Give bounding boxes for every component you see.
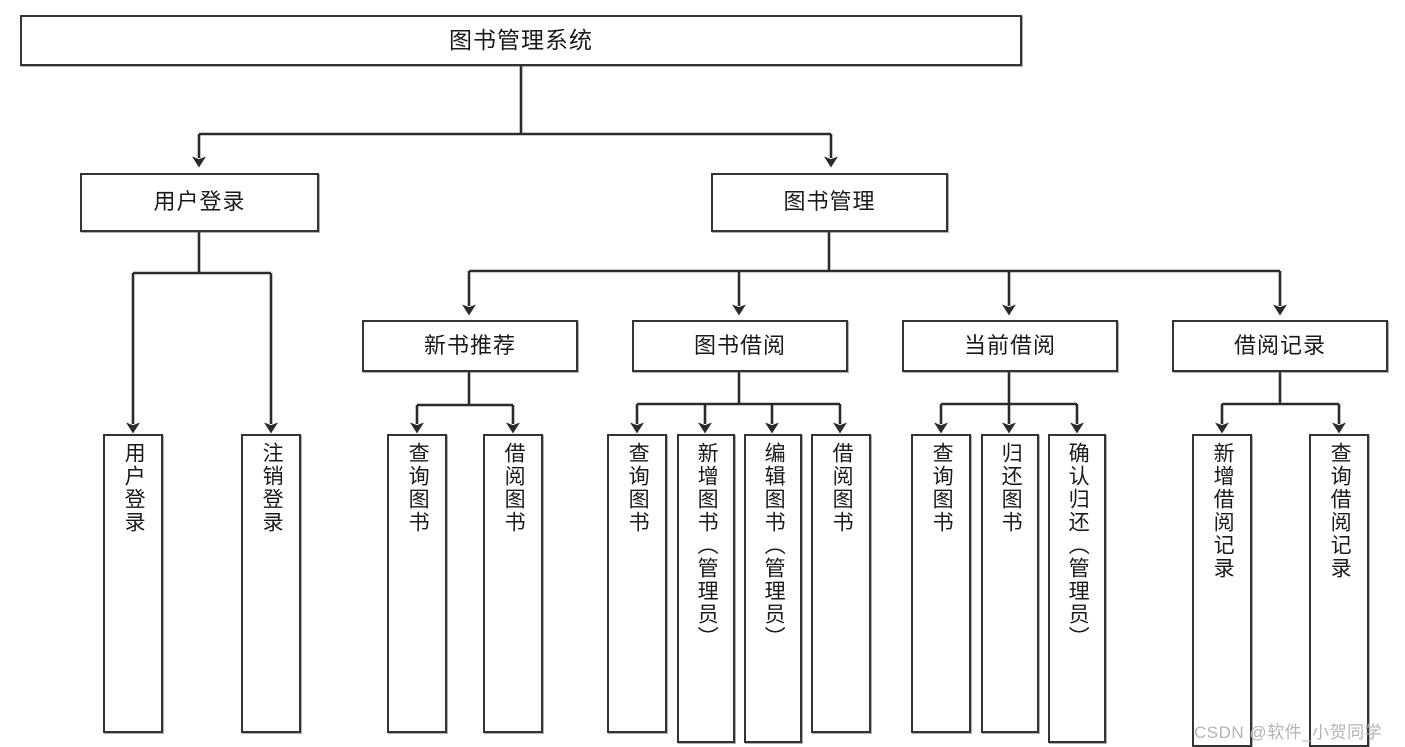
node-label: 图书借阅 [693, 332, 786, 358]
node-book-borrow[interactable]: 图书借阅 [632, 320, 848, 372]
leaf-record-add-record[interactable]: 新增借阅记录 [1192, 434, 1252, 747]
leaf-borrow-add-book[interactable]: 新增图书（管理员） [677, 434, 735, 743]
node-label: 用户登录 [122, 442, 146, 534]
leaf-user-login-logout[interactable]: 注销登录 [241, 434, 301, 733]
node-label: 借阅记录 [1233, 332, 1326, 358]
node-label: 归还图书 [999, 442, 1023, 534]
leaf-current-confirm-return[interactable]: 确认归还（管理员） [1048, 434, 1106, 743]
leaf-new-book-borrow[interactable]: 借阅图书 [483, 434, 543, 733]
node-current-borrow[interactable]: 当前借阅 [902, 320, 1118, 372]
node-label: 查询图书 [930, 442, 954, 534]
node-label: 借阅图书 [502, 442, 526, 534]
node-label: 当前借阅 [963, 332, 1056, 358]
leaf-record-query-record[interactable]: 查询借阅记录 [1309, 434, 1369, 747]
node-label: 查询借阅记录 [1328, 442, 1352, 580]
node-root-system[interactable]: 图书管理系统 [20, 15, 1022, 66]
node-label: 编辑图书（管理员） [762, 442, 786, 649]
node-label: 注销登录 [260, 442, 284, 534]
node-label: 新书推荐 [423, 332, 516, 358]
node-label: 图书管理系统 [449, 26, 593, 53]
node-book-management[interactable]: 图书管理 [711, 173, 948, 232]
leaf-borrow-query-book[interactable]: 查询图书 [607, 434, 667, 733]
node-new-book-recommend[interactable]: 新书推荐 [362, 320, 578, 372]
leaf-user-login-login[interactable]: 用户登录 [103, 434, 163, 733]
watermark-text: CSDN @软件_小贺同学 [1194, 723, 1383, 742]
node-label: 查询图书 [406, 442, 430, 534]
leaf-current-query-book[interactable]: 查询图书 [911, 434, 971, 733]
node-label: 确认归还（管理员） [1066, 442, 1090, 649]
node-user-login[interactable]: 用户登录 [80, 173, 319, 232]
leaf-current-return-book[interactable]: 归还图书 [981, 434, 1039, 733]
node-label: 图书管理 [783, 189, 876, 215]
node-label: 借阅图书 [830, 442, 854, 534]
node-label: 新增借阅记录 [1211, 442, 1235, 580]
leaf-borrow-edit-book[interactable]: 编辑图书（管理员） [744, 434, 802, 743]
leaf-new-book-query[interactable]: 查询图书 [387, 434, 447, 733]
node-label: 新增图书（管理员） [695, 442, 719, 649]
leaf-borrow-borrow-book[interactable]: 借阅图书 [811, 434, 871, 733]
node-label: 用户登录 [153, 189, 246, 215]
node-borrow-record[interactable]: 借阅记录 [1172, 320, 1388, 372]
node-label: 查询图书 [626, 442, 650, 534]
csdn-watermark: CSDN @软件_小贺同学 [1194, 718, 1382, 743]
